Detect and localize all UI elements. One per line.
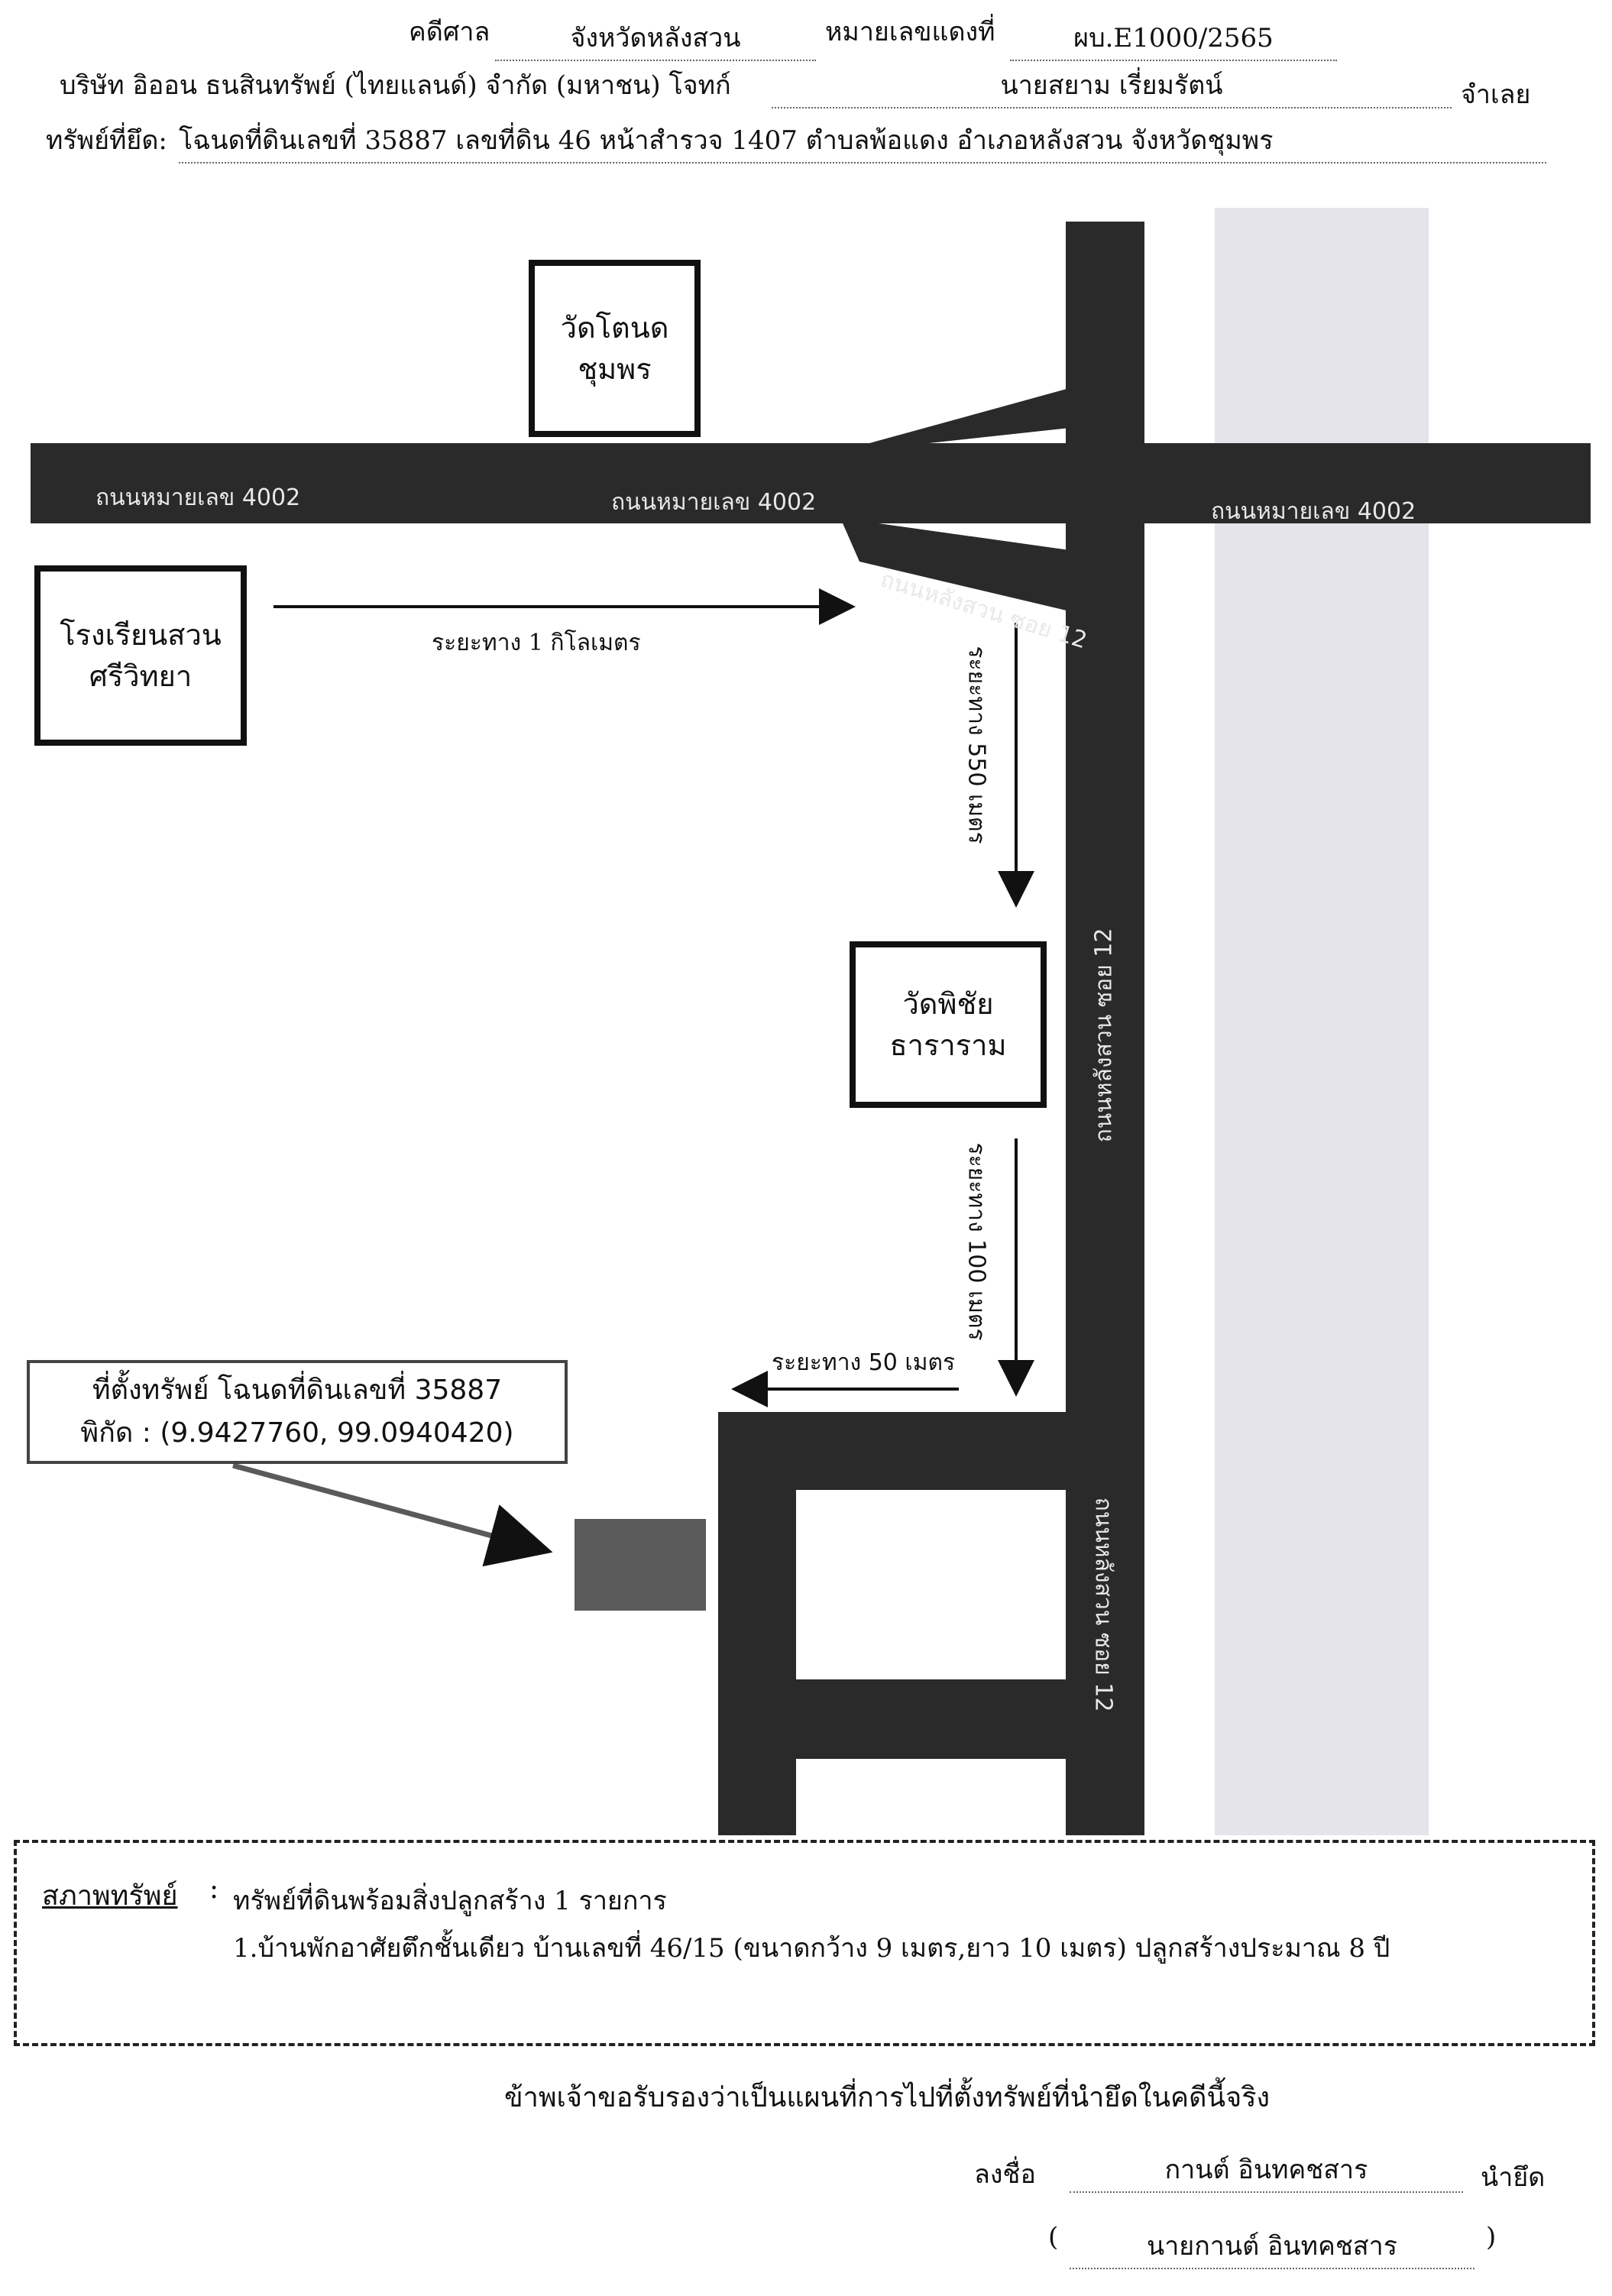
property-callout-line1: ที่ตั้งทรัพย์ โฉนดที่ดินเลขที่ 35887 (92, 1375, 503, 1406)
road-label-soi12-vertical-lower: ถนนหลังสวน ซอย 12 (1089, 1497, 1117, 1712)
printed-name: นายกานต์ อินทคชสาร (1070, 2225, 1474, 2269)
road-label-4002-right: ถนนหมายเลข 4002 (1211, 498, 1416, 525)
signer-role: นำยึด (1481, 2162, 1546, 2193)
landmark-wat-phichai: วัดพิชัย ธาราราม (850, 941, 1047, 1108)
condition-item-1: 1.บ้านพักอาศัยตึกชั้นเดียว บ้านเลขที่ 46… (233, 1933, 1390, 1964)
red-no-value: ผบ.E1000/2565 (1010, 17, 1337, 61)
connector-road-upper (856, 388, 1070, 447)
property-callout: ที่ตั้งทรัพย์ โฉนดที่ดินเลขที่ 35887 พิก… (27, 1360, 568, 1464)
condition-summary: ทรัพย์ที่ดินพร้อมสิ่งปลูกสร้าง 1 รายการ (233, 1886, 667, 1916)
distance-50m: ระยะทาง 50 เมตร (772, 1349, 956, 1376)
connector-road-lower (840, 518, 1070, 611)
condition-box (14, 1840, 1595, 2046)
condition-label: สภาพทรัพย์ (42, 1880, 178, 1912)
condition-colon: : (209, 1873, 219, 1905)
road-label-4002-left: ถนนหมายเลข 4002 (95, 484, 301, 511)
road-4002 (31, 443, 1591, 523)
landmark-school: โรงเรียนสวน ศรีวิทยา (34, 565, 247, 746)
court-value: จังหวัดหลังสวน (495, 17, 816, 61)
landmark-school-line1: โรงเรียนสวน (60, 618, 222, 652)
landmark-wat-tonod: วัดโตนด ชุมพร (529, 260, 701, 437)
landmark-wat-tonod-line1: วัดโตนด (560, 311, 669, 345)
distance-100m: ระยะทาง 100 เมตร (963, 1142, 990, 1341)
landmark-wat-tonod-line2: ชุมพร (578, 352, 652, 386)
plaintiff-text: บริษัท อิออน ธนสินทรัพย์ (ไทยแลนด์) จำกั… (60, 70, 731, 101)
arrow-to-property (232, 1462, 553, 1567)
landmark-wat-phichai-line2: ธาราราม (889, 1028, 1007, 1062)
certification-text: ข้าพเจ้าขอรับรองว่าเป็นแผนที่การไปที่ตั้… (504, 2082, 1271, 2113)
seized-label: ทรัพย์ที่ยึด: (46, 125, 167, 156)
seized-value: โฉนดที่ดินเลขที่ 35887 เลขที่ดิน 46 หน้า… (179, 119, 1546, 164)
red-no-label: หมายเลขแดงที่ (825, 17, 995, 47)
distance-1km: ระยะทาง 1 กิโลเมตร (432, 630, 641, 656)
defendant-suffix: จำเลย (1461, 79, 1531, 110)
branch-road-left (718, 1412, 796, 1835)
property-parcel (575, 1519, 706, 1611)
defendant-value: นายสยาม เรี่ยมรัตน์ (772, 64, 1452, 108)
paren-close: ) (1486, 2222, 1497, 2252)
signer-name: กานต์ อินทคชสาร (1070, 2149, 1463, 2193)
property-coordinates: พิกัด : (9.9427760, 99.0940420) (80, 1417, 514, 1449)
case-label: คดีศาล (409, 17, 490, 47)
sign-label: ลงชื่อ (974, 2159, 1036, 2190)
landmark-wat-phichai-line1: วัดพิชัย (902, 987, 994, 1021)
paren-open: ( (1048, 2222, 1059, 2252)
road-label-soi12-vertical-upper: ถนนหลังสวน ซอย 12 (1090, 928, 1118, 1143)
distance-550m: ระยะทาง 550 เมตร (963, 646, 990, 844)
road-network (232, 388, 1070, 1567)
road-soi-12 (1066, 222, 1144, 1835)
road-label-4002-middle: ถนนหมายเลข 4002 (611, 489, 817, 516)
branch-road-bottom (718, 1679, 1100, 1759)
landmark-school-line2: ศรีวิทยา (89, 659, 193, 693)
